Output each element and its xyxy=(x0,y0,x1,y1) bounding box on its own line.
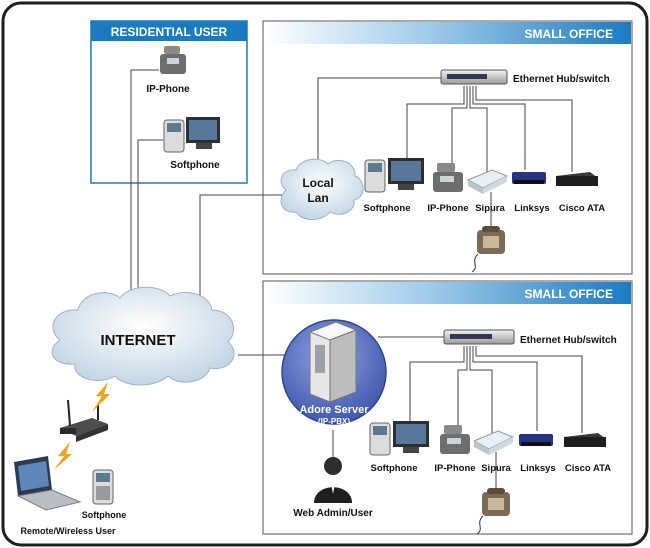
internet-label: INTERNET xyxy=(101,332,176,349)
office2-analog-phone-icon xyxy=(476,488,510,535)
office2-header: SMALL OFFICE xyxy=(525,287,613,301)
wireless-signal-icon xyxy=(54,382,110,470)
office1-device-label-linksys: Linksys xyxy=(514,203,549,214)
residential-header-bar xyxy=(91,21,247,41)
office2-linksys-icon xyxy=(519,434,553,446)
office1-linksys-icon xyxy=(512,172,546,184)
web-admin-label: Web Admin/User xyxy=(293,508,373,519)
residential-ip-phone-icon xyxy=(160,46,186,74)
internet-cloud: INTERNET xyxy=(51,286,235,386)
server-label-1: Adore Server xyxy=(299,404,369,416)
laptop-icon xyxy=(14,456,82,511)
residential-softphone-icon xyxy=(163,117,220,153)
office2-device-label-cisco-ata: Cisco ATA xyxy=(565,463,611,474)
office2-sipura-icon xyxy=(472,430,515,455)
office2-cisco-ata-icon xyxy=(564,433,606,447)
office1-cisco-ata-icon xyxy=(556,172,598,186)
office2-header-bar xyxy=(264,282,631,304)
office1-device-label-softphone: Softphone xyxy=(364,203,411,214)
local-lan-cloud: Local Lan xyxy=(280,158,364,220)
remote-softphone-icon xyxy=(92,469,114,505)
office1-device-label-cisco-ata: Cisco ATA xyxy=(559,203,605,214)
office1-header-bar xyxy=(264,22,631,44)
local-lan-label-2: Lan xyxy=(307,191,328,205)
office2-hub-icon xyxy=(443,329,515,345)
office1-ip-phone-icon xyxy=(433,163,463,192)
office1-device-label-ip-phone: IP-Phone xyxy=(427,203,468,214)
web-admin-user-icon xyxy=(314,457,352,503)
wireless-router-icon xyxy=(60,399,108,442)
office1-hub-label: Ethernet Hub/switch xyxy=(513,74,610,85)
office1-sipura-icon xyxy=(466,169,509,194)
office2-device-label-ip-phone: IP-Phone xyxy=(434,463,475,474)
office2-device-label-sipura: Sipura xyxy=(481,463,511,474)
remote-user-caption: Remote/Wireless User xyxy=(21,526,116,536)
connection-lines xyxy=(130,69,583,490)
office2-device-label-linksys: Linksys xyxy=(520,463,555,474)
residential-ip-phone-label: IP-Phone xyxy=(146,84,190,95)
small-office-1-panel: SMALL OFFICE xyxy=(262,20,633,275)
residential-softphone-label: Softphone xyxy=(170,160,220,171)
server-label-2: (IP-PBX) xyxy=(318,417,350,426)
office2-device-label-softphone: Softphone xyxy=(371,463,418,474)
residential-user-panel: RESIDENTIAL USER xyxy=(90,20,248,184)
residential-header: RESIDENTIAL USER xyxy=(111,25,228,39)
adore-server-icon: Adore Server (IP-PBX) xyxy=(281,319,387,426)
office1-header: SMALL OFFICE xyxy=(525,27,613,41)
office1-device-label-sipura: Sipura xyxy=(475,203,505,214)
local-lan-label-1: Local xyxy=(302,176,333,190)
remote-softphone-label: Softphone xyxy=(82,510,127,520)
office1-analog-phone-icon xyxy=(471,226,505,273)
office2-ip-phone-icon xyxy=(440,425,470,454)
office1-hub-icon xyxy=(440,69,508,85)
office2-softphone-icon xyxy=(369,421,429,456)
office1-softphone-icon xyxy=(364,158,424,193)
office2-hub-label: Ethernet Hub/switch xyxy=(520,335,617,346)
